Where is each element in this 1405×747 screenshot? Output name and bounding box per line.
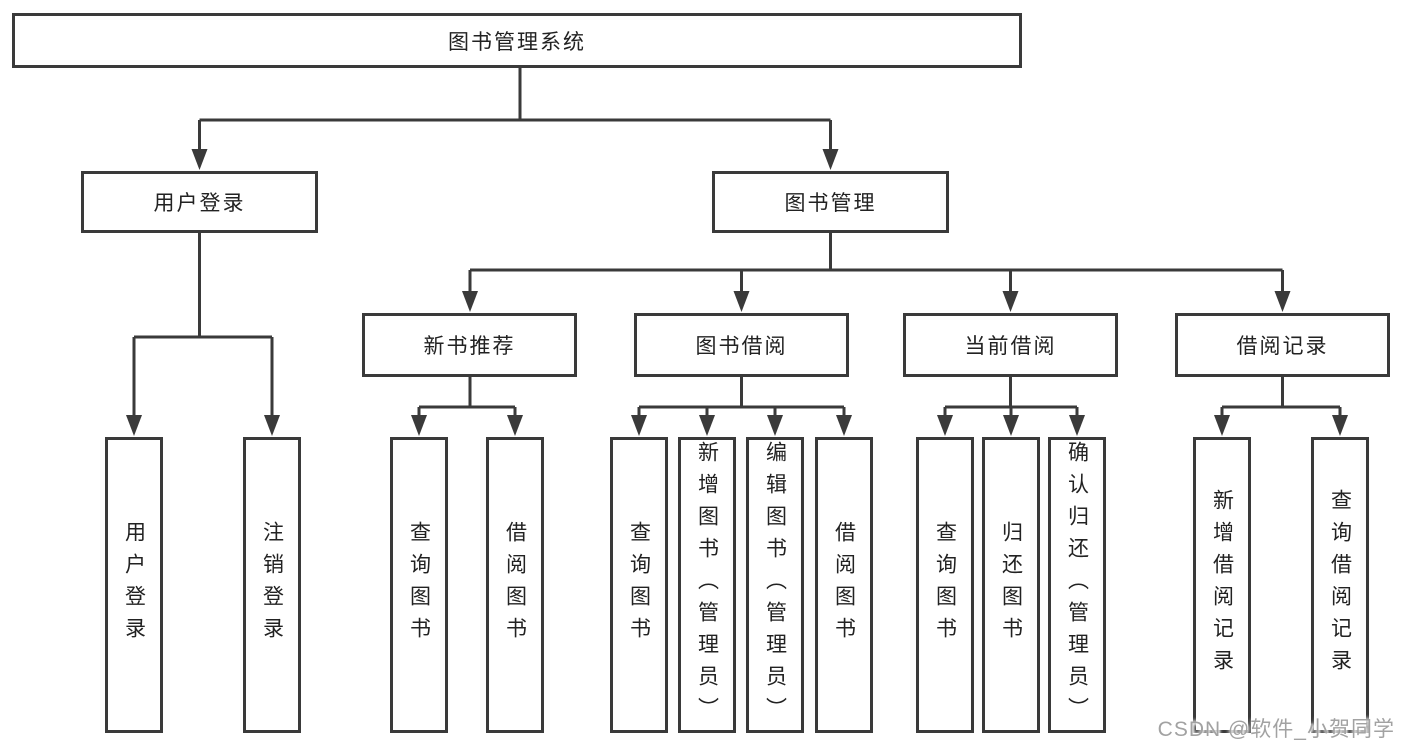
leaf-borrow-query: 查询图书 (610, 437, 668, 733)
leaf-current-confirm-admin: 确认归还（管理员） (1048, 437, 1106, 733)
leaf-current-query-label: 查询图书 (933, 521, 957, 649)
csdn-watermark: CSDN @软件_小贺同学 (1157, 718, 1395, 741)
node-book-borrow-label: 图书借阅 (695, 335, 788, 358)
node-user-login-label: 用户登录 (153, 192, 246, 215)
node-user-login: 用户登录 (81, 171, 318, 233)
leaf-logout-label: 注销登录 (260, 521, 284, 649)
node-current-borrow: 当前借阅 (903, 313, 1118, 377)
leaf-current-confirm-admin-label: 确认归还（管理员） (1065, 441, 1089, 729)
node-new-book-recommend-label: 新书推荐 (423, 335, 516, 358)
leaf-current-return-label: 归还图书 (999, 521, 1023, 649)
leaf-newbooks-query-label: 查询图书 (407, 521, 431, 649)
leaf-logout: 注销登录 (243, 437, 301, 733)
node-book-borrow: 图书借阅 (634, 313, 849, 377)
leaf-borrow-edit-admin: 编辑图书（管理员） (746, 437, 804, 733)
leaf-newbooks-borrow: 借阅图书 (486, 437, 544, 733)
leaf-borrow-add-admin: 新增图书（管理员） (678, 437, 736, 733)
leaf-records-query: 查询借阅记录 (1311, 437, 1369, 733)
leaf-current-return: 归还图书 (982, 437, 1040, 733)
leaf-records-add: 新增借阅记录 (1193, 437, 1251, 733)
node-book-management-label: 图书管理 (784, 192, 877, 215)
leaf-user-login: 用户登录 (105, 437, 163, 733)
leaf-borrow-edit-admin-label: 编辑图书（管理员） (763, 441, 787, 729)
leaf-borrow-borrow-label: 借阅图书 (832, 521, 856, 649)
leaf-current-query: 查询图书 (916, 437, 974, 733)
leaf-borrow-borrow: 借阅图书 (815, 437, 873, 733)
leaf-newbooks-borrow-label: 借阅图书 (503, 521, 527, 649)
node-borrow-records-label: 借阅记录 (1236, 335, 1329, 358)
node-root-label: 图书管理系统 (448, 30, 586, 54)
leaf-newbooks-query: 查询图书 (390, 437, 448, 733)
leaf-records-add-label: 新增借阅记录 (1210, 489, 1234, 681)
node-current-borrow-label: 当前借阅 (964, 335, 1057, 358)
leaf-borrow-add-admin-label: 新增图书（管理员） (695, 441, 719, 729)
leaf-records-query-label: 查询借阅记录 (1328, 489, 1352, 681)
node-new-book-recommend: 新书推荐 (362, 313, 577, 377)
node-borrow-records: 借阅记录 (1175, 313, 1390, 377)
leaf-borrow-query-label: 查询图书 (627, 521, 651, 649)
node-root-system: 图书管理系统 (12, 13, 1022, 68)
node-book-management: 图书管理 (712, 171, 949, 233)
leaf-user-login-label: 用户登录 (122, 521, 146, 649)
